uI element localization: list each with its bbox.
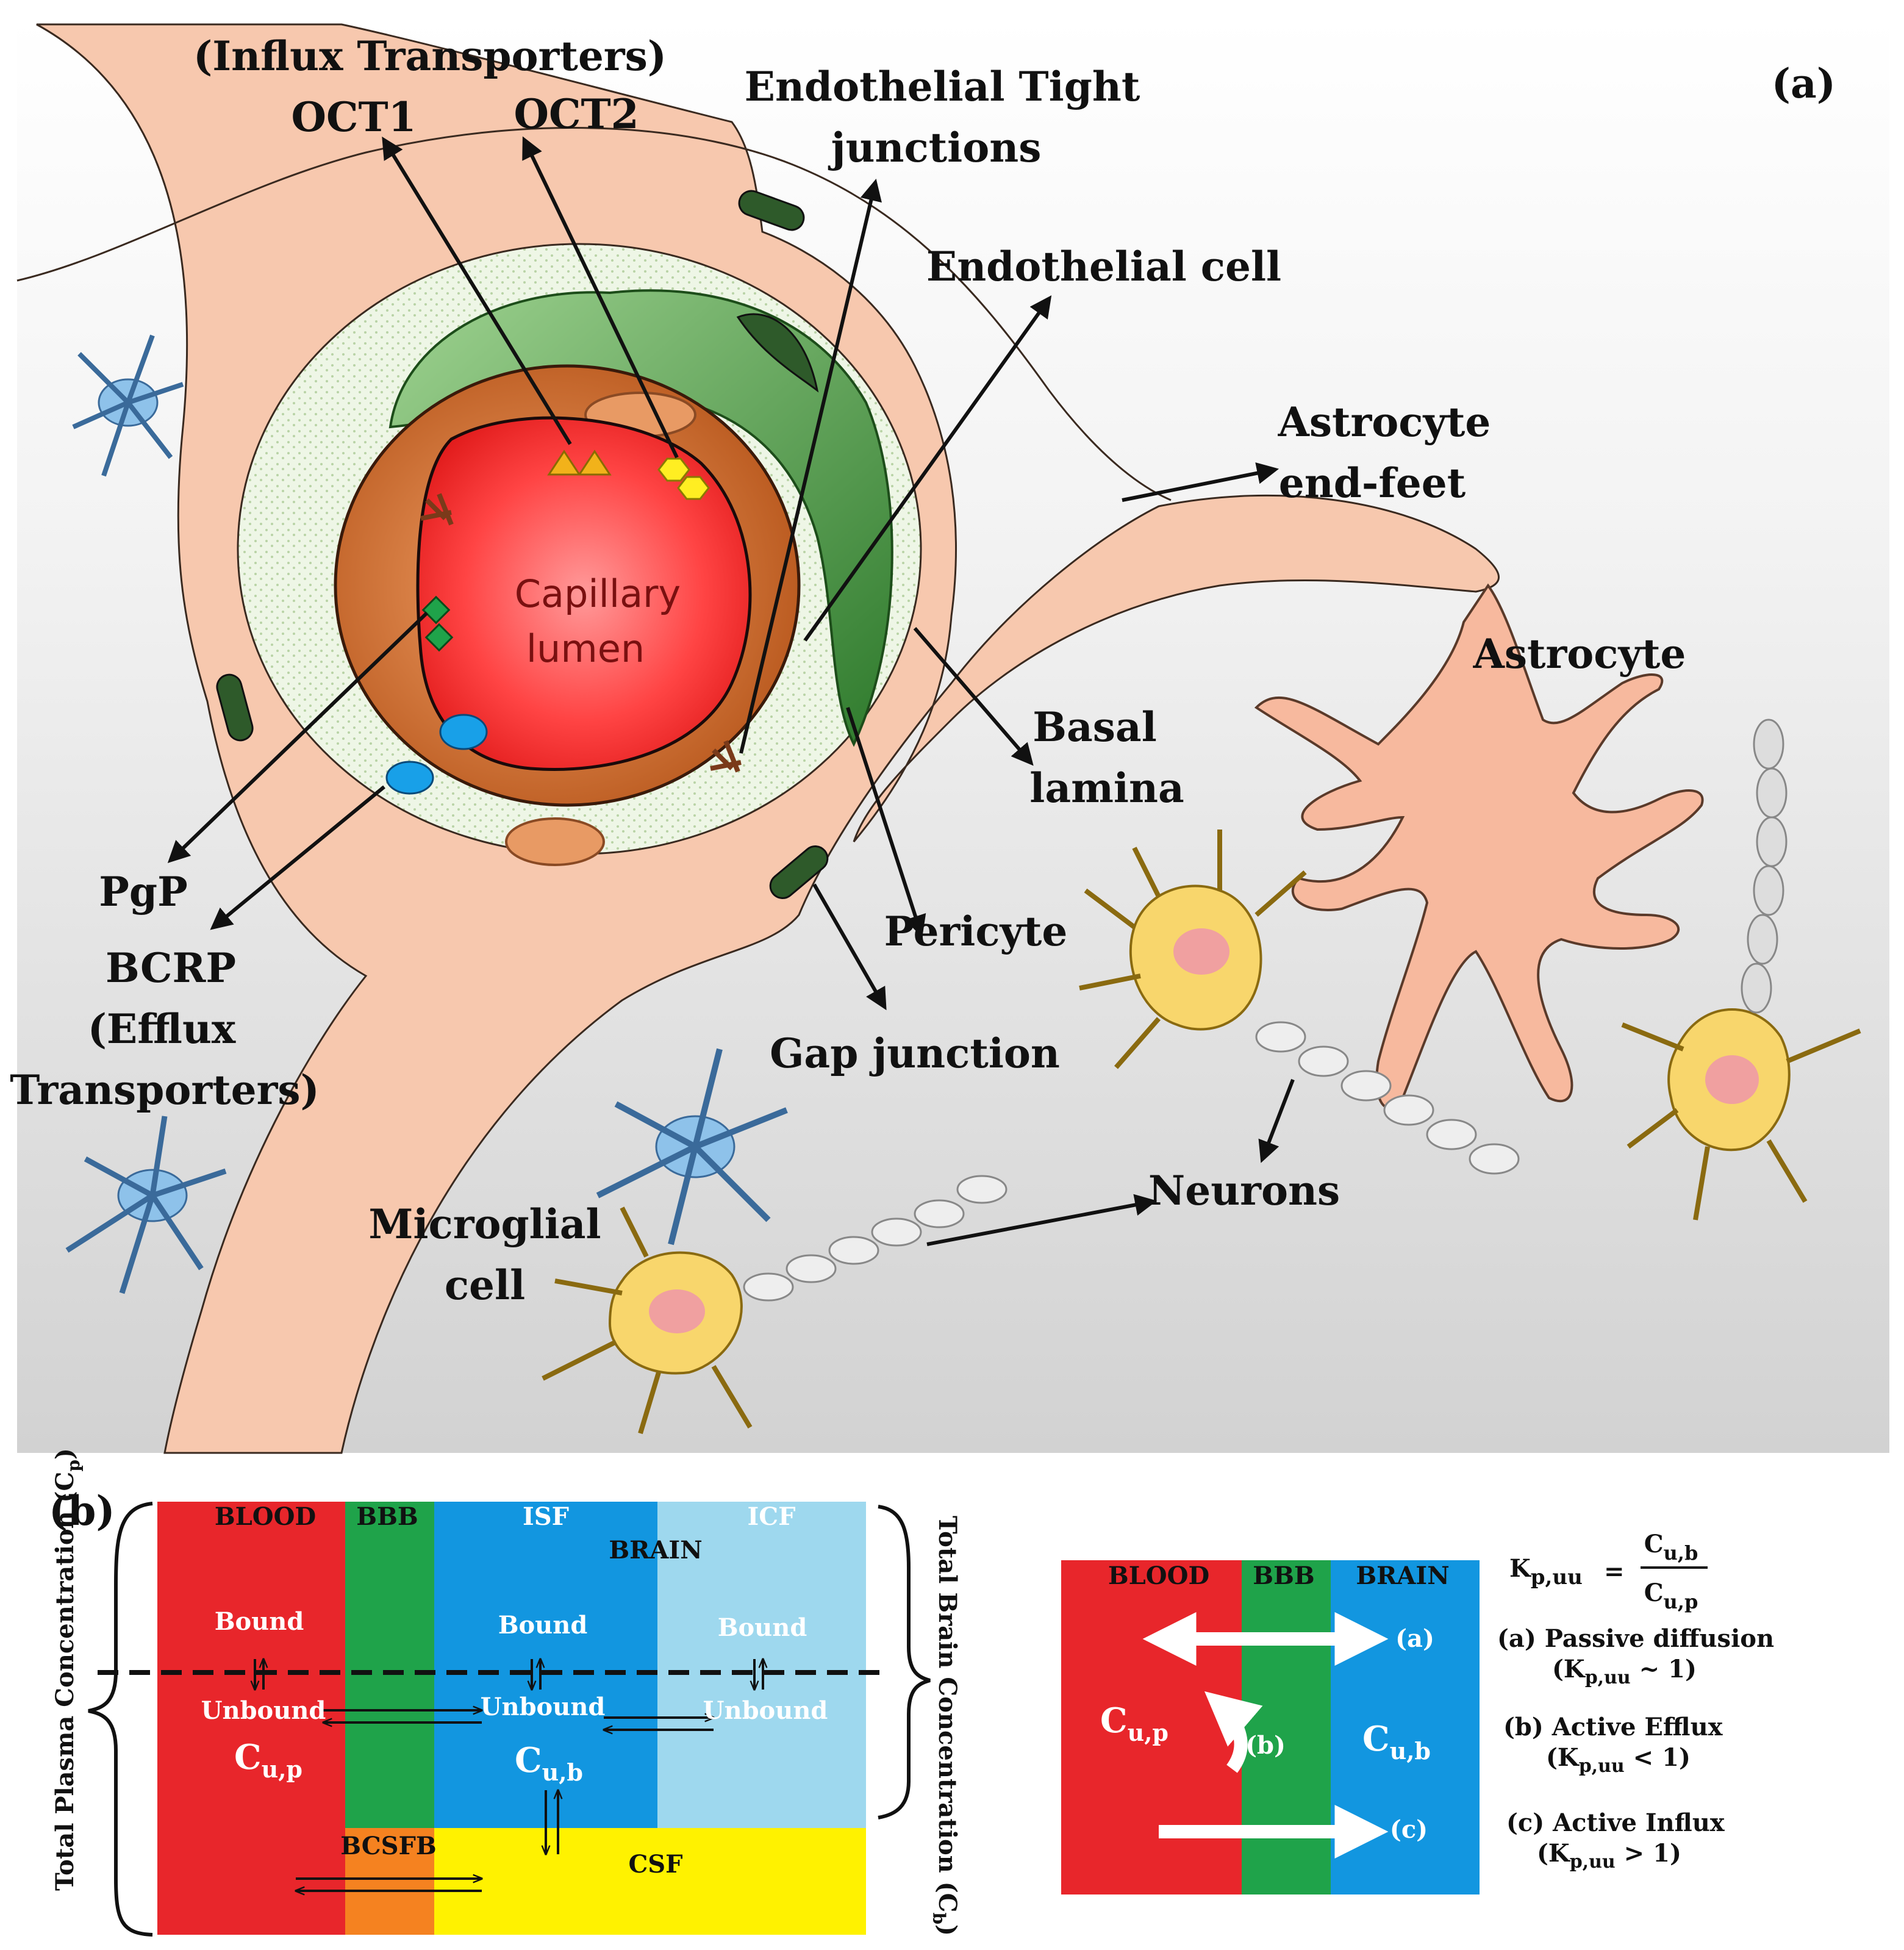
bound-isf-label: Bound	[498, 1611, 588, 1640]
capillary-lumen	[416, 416, 752, 771]
oct2-transporter-icon	[657, 457, 690, 482]
influx-title-label: (Influx Transporters)	[193, 32, 667, 80]
microglial-cell-label-1: Microglial	[368, 1200, 601, 1248]
bcsfb-compartment	[345, 1828, 434, 1935]
legend-a-text: (a) Passive diffusion	[1497, 1624, 1774, 1653]
brain-label: BRAIN	[609, 1536, 702, 1565]
legend-c-text: (c) Active Influx	[1506, 1808, 1725, 1837]
pgp-label: PgP	[99, 868, 187, 916]
pericyte-label: Pericyte	[884, 908, 1068, 955]
arrow-c-label: (c)	[1390, 1815, 1428, 1844]
right-blood-label: BLOOD	[1108, 1561, 1209, 1590]
panel-a-label: (a)	[1772, 60, 1836, 107]
unbound-icf-label: Unbound	[703, 1696, 828, 1725]
csf-label: CSF	[628, 1850, 682, 1879]
legend-b-text: (b) Active Efflux	[1503, 1713, 1723, 1741]
lumen-label-1: Capillary	[515, 572, 681, 616]
basal-lamina-label-1: Basal	[1033, 703, 1157, 751]
fraction-denominator: Cu,p	[1644, 1579, 1698, 1613]
right-brain-compartment	[1331, 1560, 1480, 1894]
efflux-label-2: Transporters)	[10, 1066, 320, 1114]
arrow-b-label: (b)	[1245, 1731, 1286, 1760]
bbb-compartment	[345, 1502, 434, 1828]
isf-label: ISF	[523, 1502, 569, 1531]
pgp-transporter-icon	[421, 595, 451, 625]
lumen-label-2: lumen	[526, 626, 645, 671]
legend-a-kp: (Kp,uu ~ 1)	[1552, 1655, 1697, 1688]
neuron-bottom	[542, 1175, 1007, 1435]
tight-junctions-label-2: junctions	[828, 124, 1042, 171]
arrow-a-label: (a)	[1395, 1624, 1434, 1653]
microglia-cell-top-left	[72, 334, 184, 477]
unbound-isf-label: Unbound	[481, 1693, 606, 1721]
oct1-label: OCT1	[291, 93, 416, 141]
isf-compartment	[434, 1502, 657, 1828]
right-brace	[878, 1505, 931, 1819]
bbb-label: BBB	[356, 1502, 418, 1531]
right-brain-label: BRAIN	[1356, 1561, 1449, 1590]
pgp-transporter-icon-2	[424, 623, 454, 652]
kp-uu-label: Kp,uu	[1509, 1554, 1583, 1590]
cu-b-label: Cu,b	[515, 1740, 583, 1786]
efflux-label-1: (Efflux	[88, 1005, 236, 1053]
oct2-transporter-icon-2	[677, 476, 710, 500]
equals-sign: =	[1604, 1557, 1625, 1586]
transport-arrows	[1142, 1612, 1389, 1859]
neuron-left	[1079, 830, 1520, 1175]
icf-label: ICF	[748, 1502, 796, 1531]
csf-compartment	[434, 1828, 866, 1935]
bound-icf-label: Bound	[718, 1613, 807, 1642]
microglia-cell-bottom-left	[65, 1116, 227, 1294]
total-brain-concentration-label: Total Brain Concentration (Cb)	[929, 1516, 962, 1936]
bcsfb-label: BCSFB	[340, 1832, 436, 1860]
tight-junctions-label-1: Endothelial Tight	[745, 63, 1140, 110]
astrocyte-cell	[1254, 583, 1704, 1109]
neurons-label: Neurons	[1148, 1167, 1340, 1214]
fraction-numerator: Cu,b	[1644, 1530, 1698, 1565]
right-bbb-label: BBB	[1253, 1561, 1314, 1590]
blood-compartment	[157, 1502, 345, 1935]
left-brace	[88, 1502, 153, 1937]
right-bbb-compartment	[1242, 1560, 1331, 1894]
gap-junction-icon	[216, 190, 829, 899]
astrocyte-endfeet-label-1: Astrocyte	[1278, 398, 1491, 446]
panel-b: (b) Total Plasma Concentration (Cp) Tota…	[49, 1448, 1774, 1937]
microglial-cell-label-2: cell	[445, 1261, 525, 1309]
total-plasma-concentration-label: Total Plasma Concentration (Cp)	[51, 1448, 84, 1891]
astrocyte-label: Astrocyte	[1473, 630, 1686, 678]
oct1-transporter-icon-2	[578, 450, 612, 476]
endothelial-cell-label: Endothelial cell	[926, 243, 1281, 290]
oct1-transporter-icon	[547, 450, 581, 476]
right-cu-p-label: Cu,p	[1100, 1701, 1169, 1746]
bound-blood-label: Bound	[215, 1607, 304, 1636]
endothelial-nucleus-bottom	[505, 817, 605, 866]
cu-p-label: Cu,p	[234, 1737, 302, 1783]
blood-label: BLOOD	[215, 1502, 316, 1531]
astrocyte-endfoot-top	[16, 127, 1172, 501]
tight-junction-icon	[420, 493, 742, 773]
panel-b-label: (b)	[49, 1487, 115, 1535]
panel-a: Capillary lumen	[10, 18, 1889, 1454]
oct2-label: OCT2	[514, 90, 639, 138]
label-arrows	[167, 136, 1295, 1246]
bcrp-transporter-icon-2	[385, 761, 434, 795]
equilibrium-arrows	[255, 1659, 763, 1891]
bcrp-label: BCRP	[106, 944, 236, 992]
basal-lamina-label-2: lamina	[1029, 764, 1184, 812]
gap-junction-label: Gap junction	[770, 1030, 1060, 1077]
astrocyte-endfeet-label-2: end-feet	[1279, 459, 1466, 507]
bcrp-transporter-icon	[439, 714, 488, 750]
microglia-cell-center	[596, 1048, 788, 1246]
unbound-blood-label: Unbound	[201, 1696, 326, 1725]
legend-b-kp: (Kp,uu < 1)	[1546, 1743, 1691, 1777]
neuron-right	[1621, 719, 1861, 1221]
right-cu-b-label: Cu,b	[1362, 1719, 1431, 1765]
legend-c-kp: (Kp,uu > 1)	[1537, 1839, 1681, 1873]
